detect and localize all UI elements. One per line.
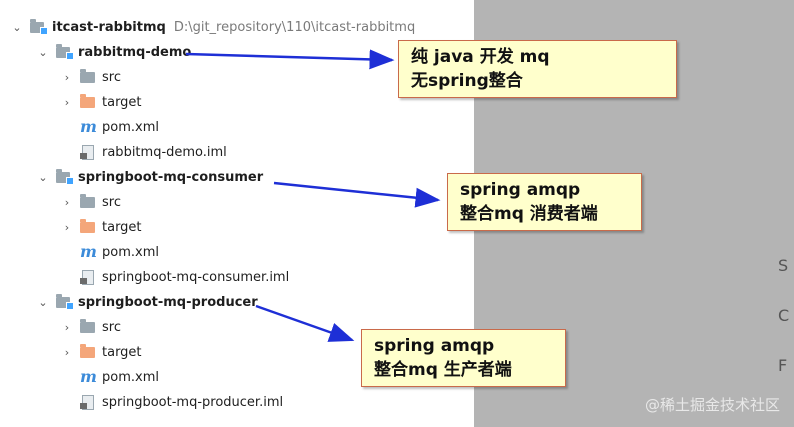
project-tree-panel: ⌄ itcast-rabbitmq D:\git_repository\110\…	[10, 16, 416, 413]
tree-item-pom[interactable]: m pom.xml	[80, 116, 159, 138]
tree-module-row[interactable]: ⌄ springboot-mq-producer	[36, 291, 258, 313]
tree-item-iml[interactable]: rabbitmq-demo.iml	[80, 141, 227, 163]
chevron-right-icon[interactable]: ›	[64, 320, 70, 334]
chevron-right-icon[interactable]: ›	[64, 345, 70, 359]
module-name: rabbitmq-demo	[78, 44, 192, 60]
tree-item-target[interactable]: › target	[60, 91, 142, 113]
chevron-down-icon[interactable]: ⌄	[38, 170, 48, 184]
edge-text: C	[778, 306, 790, 325]
target-folder-icon	[80, 94, 96, 109]
project-path: D:\git_repository\110\itcast-rabbitmq	[173, 19, 416, 35]
tree-module-row[interactable]: ⌄ springboot-mq-consumer	[36, 166, 263, 188]
annotation-line: spring amqp	[374, 336, 495, 356]
edge-text: F	[778, 356, 788, 375]
module-folder-icon	[30, 19, 48, 35]
tree-item-pom[interactable]: m pom.xml	[80, 241, 159, 263]
arrow-line	[255, 304, 355, 342]
watermark: @稀土掘金技术社区	[644, 396, 780, 414]
module-folder-icon	[56, 294, 74, 310]
project-name: itcast-rabbitmq	[52, 19, 166, 35]
tree-item-label: rabbitmq-demo.iml	[102, 144, 227, 160]
tree-item-label: pom.xml	[102, 119, 159, 135]
tree-module-row[interactable]: ⌄ rabbitmq-demo	[36, 41, 191, 63]
iml-file-icon	[80, 395, 96, 410]
annotation-line: 整合mq 生产者端	[374, 360, 512, 380]
tree-item-label: springboot-mq-consumer.iml	[102, 269, 290, 285]
tree-item-src[interactable]: › src	[60, 316, 121, 338]
tree-item-iml[interactable]: springboot-mq-consumer.iml	[80, 266, 289, 288]
tree-item-label: target	[102, 344, 142, 360]
tree-item-label: pom.xml	[102, 244, 159, 260]
annotation-line: 整合mq 消费者端	[460, 204, 598, 224]
iml-file-icon	[80, 270, 96, 285]
iml-file-icon	[80, 145, 96, 160]
maven-icon: m	[80, 242, 97, 261]
target-folder-icon	[80, 344, 96, 359]
maven-icon: m	[80, 117, 97, 136]
chevron-right-icon[interactable]: ›	[64, 195, 70, 209]
chevron-right-icon[interactable]: ›	[64, 95, 70, 109]
arrow-line	[185, 49, 395, 70]
annotation-line: 纯 java 开发 mq	[411, 47, 550, 67]
maven-icon: m	[80, 367, 97, 386]
module-folder-icon	[56, 169, 74, 185]
chevron-down-icon[interactable]: ⌄	[12, 20, 22, 34]
annotation-note: spring amqp 整合mq 生产者端	[361, 329, 566, 387]
tree-item-label: src	[102, 194, 121, 210]
annotation-note: spring amqp 整合mq 消费者端	[447, 173, 642, 231]
tree-item-target[interactable]: › target	[60, 341, 142, 363]
tree-item-label: pom.xml	[102, 369, 159, 385]
chevron-right-icon[interactable]: ›	[64, 70, 70, 84]
module-name: springboot-mq-producer	[78, 294, 258, 310]
annotation-note: 纯 java 开发 mq 无spring整合	[398, 40, 677, 98]
tree-item-label: src	[102, 69, 121, 85]
tree-item-label: springboot-mq-producer.iml	[102, 394, 284, 410]
annotation-line: spring amqp	[460, 180, 581, 200]
chevron-right-icon[interactable]: ›	[64, 220, 70, 234]
module-folder-icon	[56, 44, 74, 60]
tree-item-src[interactable]: › src	[60, 66, 121, 88]
annotation-line: 无spring整合	[411, 71, 523, 91]
edge-text: S	[778, 256, 789, 275]
tree-item-label: target	[102, 219, 142, 235]
tree-item-iml[interactable]: springboot-mq-producer.iml	[80, 391, 283, 413]
tree-item-label: target	[102, 94, 142, 110]
tree-root-row[interactable]: ⌄ itcast-rabbitmq D:\git_repository\110\…	[10, 16, 415, 38]
chevron-down-icon[interactable]: ⌄	[38, 45, 48, 59]
chevron-down-icon[interactable]: ⌄	[38, 295, 48, 309]
folder-icon	[80, 319, 96, 334]
folder-icon	[80, 69, 96, 84]
arrow-line	[273, 181, 441, 208]
tree-item-target[interactable]: › target	[60, 216, 142, 238]
tree-item-label: src	[102, 319, 121, 335]
target-folder-icon	[80, 219, 96, 234]
folder-icon	[80, 194, 96, 209]
tree-item-src[interactable]: › src	[60, 191, 121, 213]
module-name: springboot-mq-consumer	[78, 169, 264, 185]
tree-item-pom[interactable]: m pom.xml	[80, 366, 159, 388]
